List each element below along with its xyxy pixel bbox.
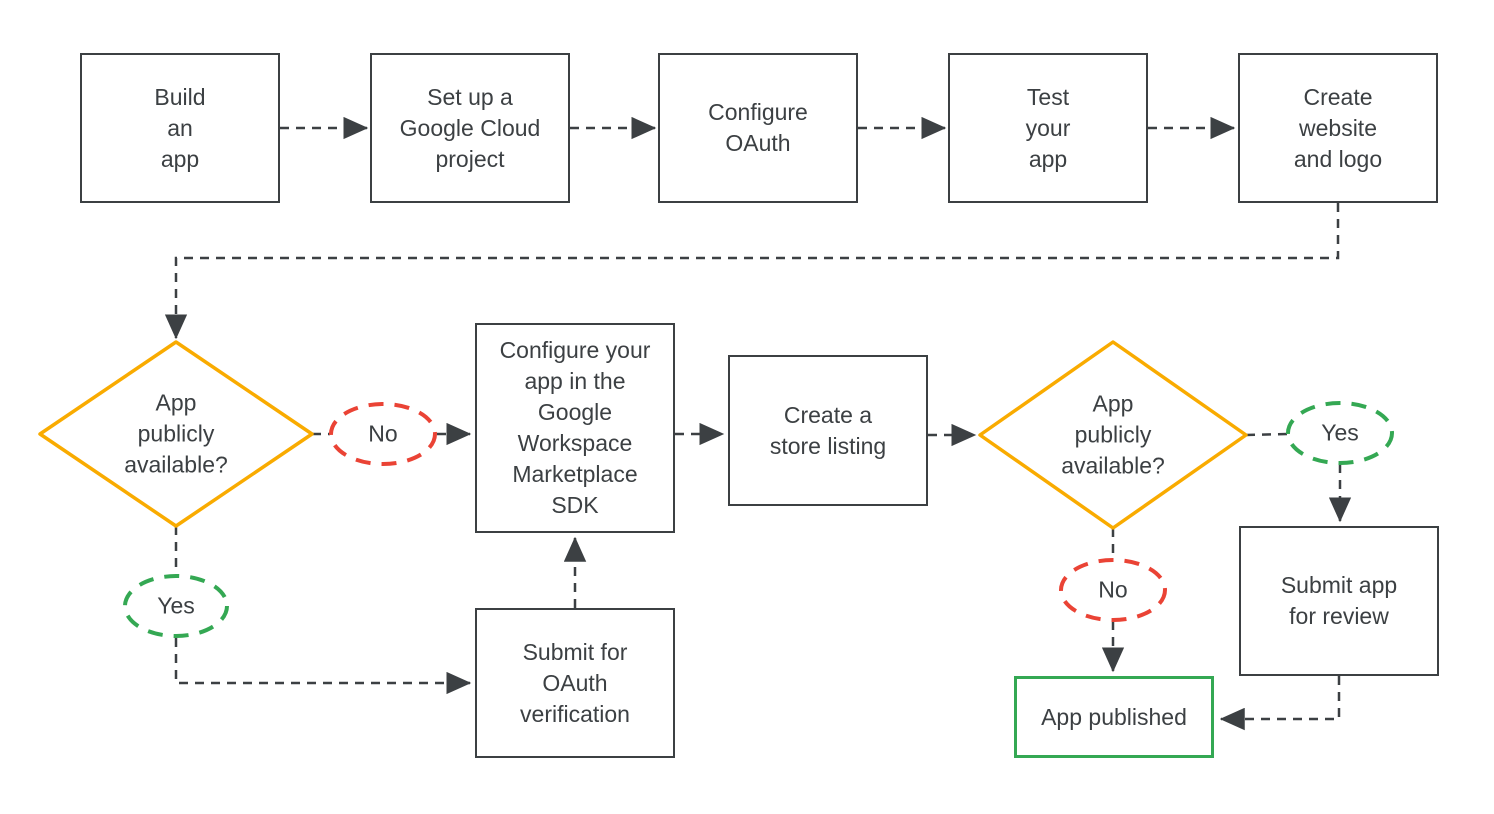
decision1-diamond-shape bbox=[38, 340, 314, 528]
decision2-label: App publicly available? bbox=[1061, 390, 1165, 479]
node-cloud-project: Set up a Google Cloud project bbox=[370, 53, 570, 203]
edge-decision2-to-yes2 bbox=[1245, 432, 1288, 437]
decision2-diamond-shape bbox=[978, 340, 1248, 530]
node-sdk-configure-label: Configure your app in the Google Workspa… bbox=[499, 337, 651, 518]
node-submit-review-label: Submit app for review bbox=[1280, 572, 1398, 629]
node-app-published-label: App published bbox=[1041, 703, 1187, 730]
node-configure-oauth-label: Configure OAuth bbox=[708, 99, 808, 156]
no2-oval-shape bbox=[1059, 558, 1167, 622]
node-create-website-label: Create website and logo bbox=[1293, 83, 1383, 172]
node-create-website: Create website and logo bbox=[1238, 53, 1438, 203]
edge-yes1-to-submit-oauth bbox=[174, 638, 472, 695]
node-store-listing: Create a store listing bbox=[728, 355, 928, 506]
node-submit-review: Submit app for review bbox=[1239, 526, 1439, 676]
no1-label: No bbox=[368, 420, 398, 447]
node-test-app: Test your app bbox=[948, 53, 1148, 203]
node-cloud-project-label: Set up a Google Cloud project bbox=[399, 83, 541, 172]
node-test-app-label: Test your app bbox=[1025, 83, 1071, 172]
node-submit-oauth: Submit for OAuth verification bbox=[475, 608, 675, 758]
yes1-oval-shape bbox=[123, 574, 229, 638]
yes2-label: Yes bbox=[1321, 419, 1359, 446]
yes2-oval-shape bbox=[1286, 401, 1394, 465]
node-build-app-label: Build an app bbox=[154, 83, 206, 172]
yes1-label: Yes bbox=[157, 592, 195, 619]
node-app-published: App published bbox=[1014, 676, 1214, 758]
node-build-app: Build an app bbox=[80, 53, 280, 203]
edge-submit-review-to-app-published bbox=[1219, 676, 1341, 731]
no1-oval-shape bbox=[329, 402, 437, 466]
no2-label: No bbox=[1098, 576, 1128, 603]
node-store-listing-label: Create a store listing bbox=[769, 401, 887, 459]
edge-create-website-to-decision1 bbox=[164, 203, 1340, 340]
node-submit-oauth-label: Submit for OAuth verification bbox=[520, 638, 630, 727]
node-configure-oauth: Configure OAuth bbox=[658, 53, 858, 203]
node-sdk-configure: Configure your app in the Google Workspa… bbox=[475, 323, 675, 533]
decision1-label: App publicly available? bbox=[124, 389, 228, 478]
